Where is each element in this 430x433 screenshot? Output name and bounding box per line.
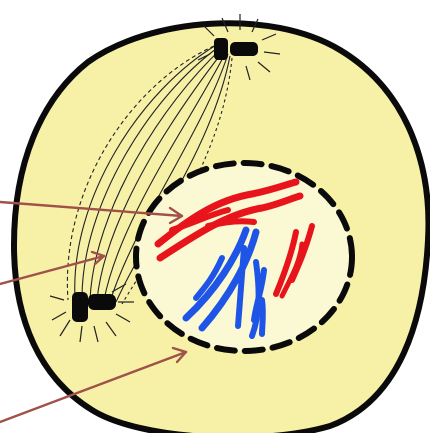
chromosome-strand xyxy=(262,300,263,334)
centriole xyxy=(214,38,228,60)
centriole xyxy=(72,292,88,322)
centriole xyxy=(88,294,116,310)
centriole xyxy=(230,42,258,56)
